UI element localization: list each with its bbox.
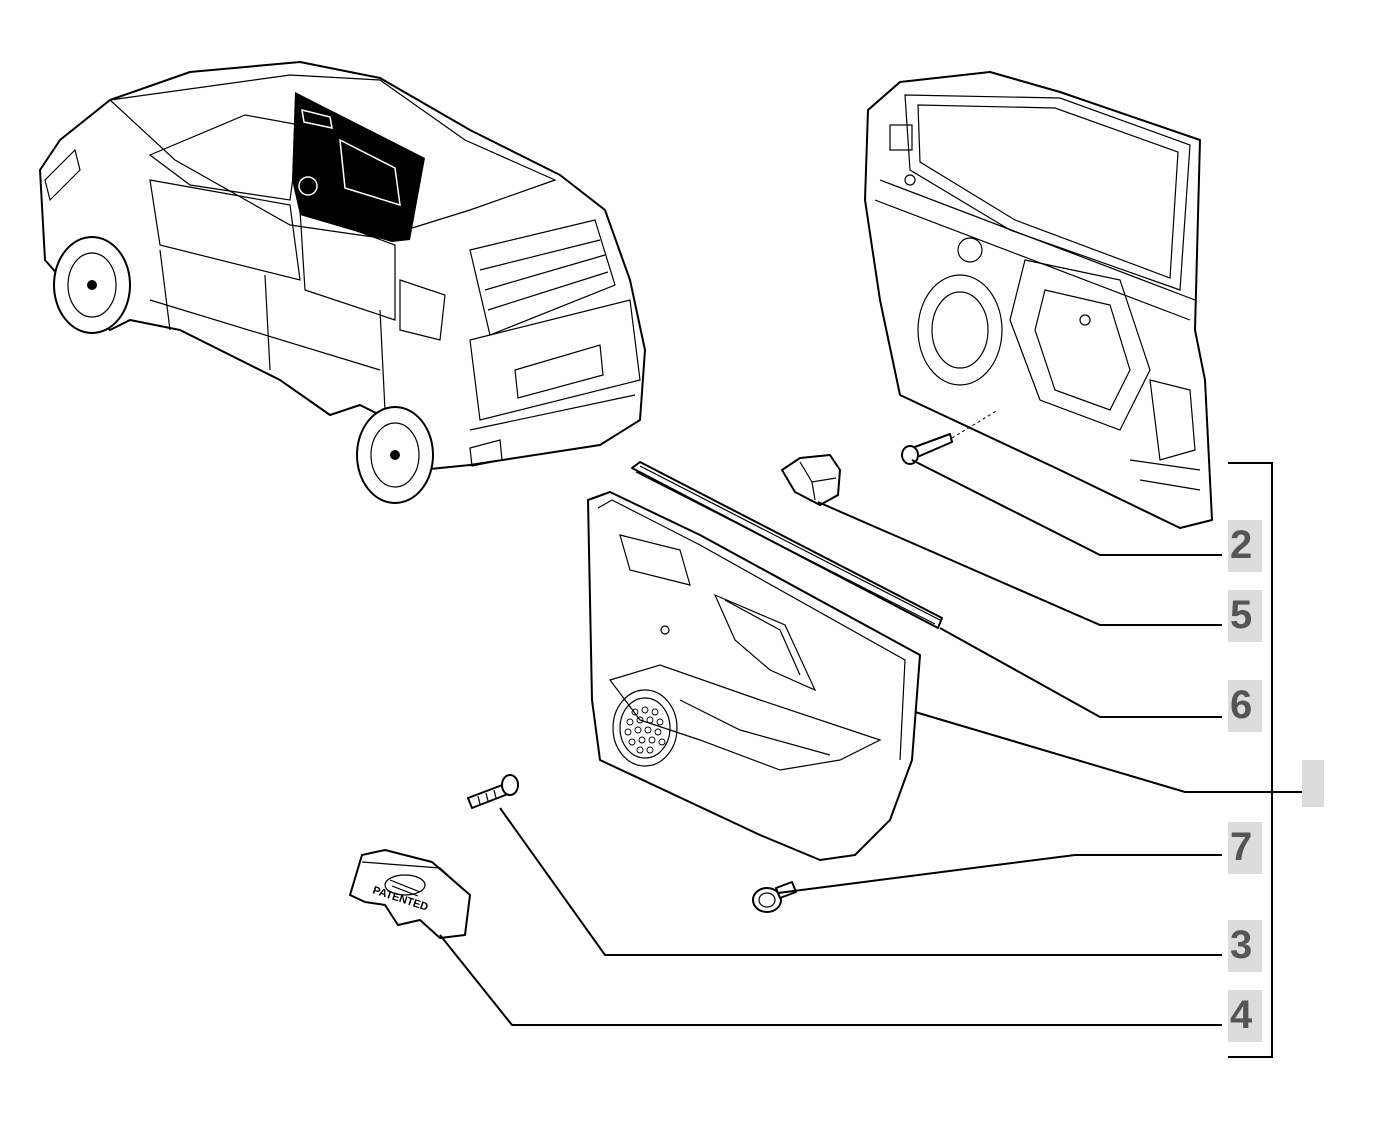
callout-label-6: 6 [1230, 683, 1252, 727]
callout-label-4: 4 [1230, 993, 1253, 1037]
screw-icon [467, 774, 519, 809]
leader-lines [439, 459, 1302, 1026]
callout-4: 4 [1228, 990, 1262, 1042]
bolt-icon [901, 409, 999, 465]
callout-bracket [1228, 462, 1273, 1058]
callout-label-5: 5 [1230, 593, 1252, 637]
leader-4 [439, 934, 1222, 1026]
patented-clip-icon: PATENTED [349, 849, 471, 939]
callout-3: 3 [1228, 920, 1262, 972]
door-clip-icon [781, 454, 841, 506]
window-seal-strip-icon [631, 461, 943, 629]
callout-7: 7 [1228, 822, 1262, 874]
callout-label-3: 3 [1230, 923, 1252, 967]
door-panel-highlight [292, 92, 425, 242]
vehicle-illustration [39, 61, 646, 504]
push-pin-fastener-icon [752, 881, 797, 913]
callout-6: 6 [1228, 680, 1262, 732]
leader-7 [777, 854, 1222, 894]
leader-2 [911, 459, 1222, 556]
callout-label-7: 7 [1230, 825, 1252, 869]
callout-panel [1302, 760, 1324, 807]
callout-5: 5 [1228, 590, 1262, 642]
leader-5 [817, 501, 1222, 626]
callout-labels: 2 5 6 7 3 4 [1228, 520, 1324, 1042]
callout-label-2: 2 [1230, 523, 1252, 567]
callout-2: 2 [1228, 520, 1262, 572]
leader-6 [939, 627, 1222, 718]
speaker-grille-icon [612, 689, 678, 767]
door-frame-illustration [864, 71, 1213, 529]
leader-panel [914, 711, 1302, 793]
door-trim-panel-icon [587, 491, 921, 861]
leader-3 [499, 807, 1222, 956]
